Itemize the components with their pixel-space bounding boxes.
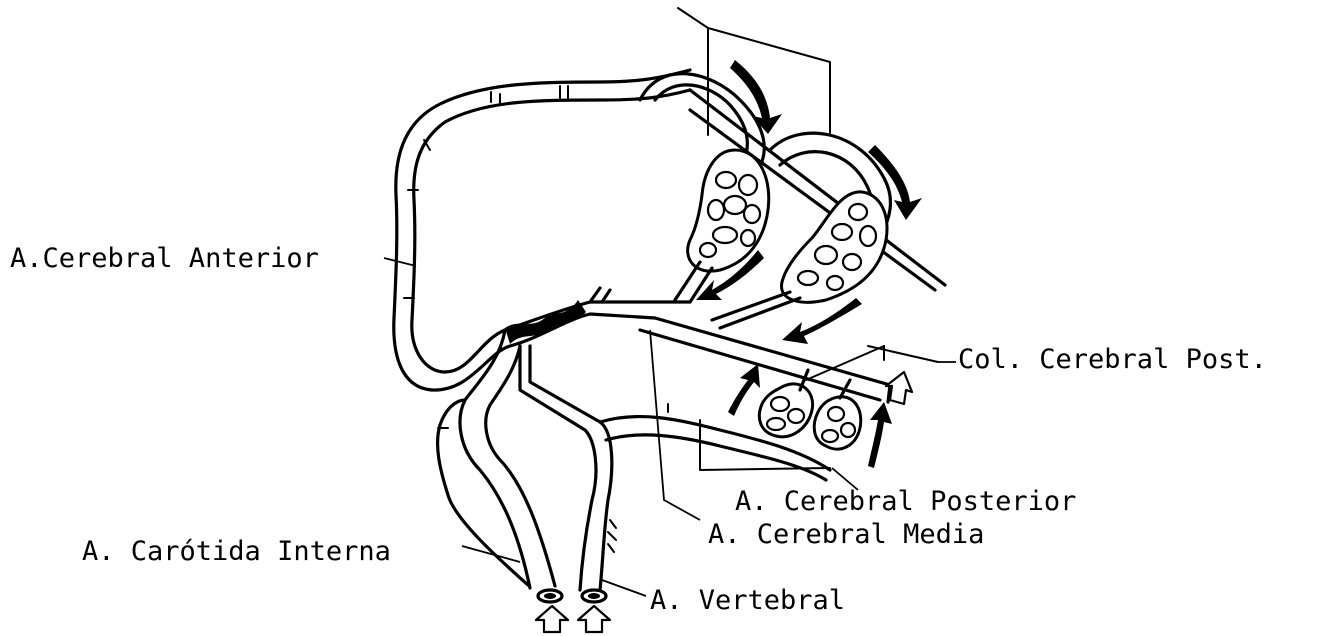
inflow-arrow-carotid: [536, 606, 568, 632]
inflow-arrow-vertebral: [578, 606, 610, 632]
leader-anterior: [384, 258, 416, 266]
anterior-cerebral-artery: [394, 70, 690, 390]
label-col-cerebral-post: Col. Cerebral Post.: [958, 346, 1267, 373]
label-carotida-interna: A. Carótida Interna: [82, 538, 391, 565]
choroid-plexus-upper-left: [675, 150, 769, 302]
label-media-cerebral: A. Cerebral Media: [708, 521, 984, 548]
label-posterior-cerebral: A. Cerebral Posterior: [735, 488, 1076, 515]
flow-arrow-5: [728, 364, 760, 416]
flow-arrow-4: [782, 298, 862, 344]
leader-vertebral: [602, 580, 646, 596]
leader-carotida: [462, 546, 520, 562]
flow-arrow-6: [868, 402, 892, 468]
label-vertebral: A. Vertebral: [650, 587, 845, 614]
vertebral-artery: [520, 346, 830, 602]
label-anterior-cerebral: A.Cerebral Anterior: [10, 245, 319, 272]
choroid-plexus-lower: [759, 370, 860, 449]
